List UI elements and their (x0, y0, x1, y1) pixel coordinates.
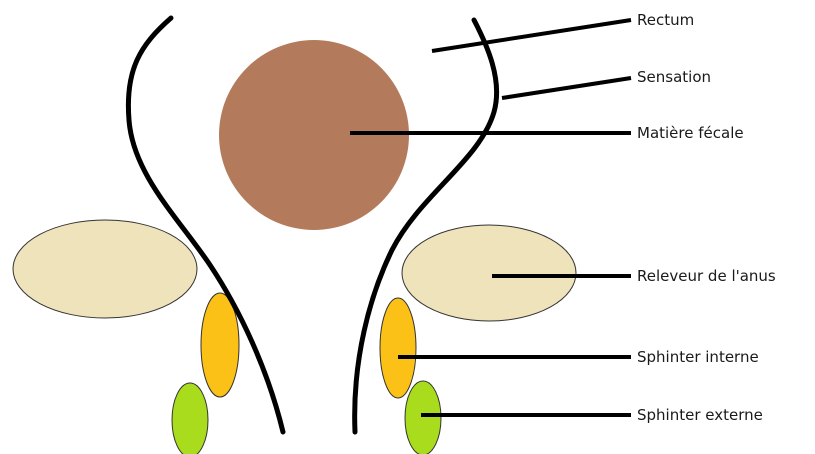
label-levator-ani: Releveur de l'anus (637, 267, 776, 285)
leader-rectum (432, 20, 631, 51)
label-external-sphincter: Sphinter externe (637, 406, 763, 424)
label-rectum: Rectum (637, 11, 694, 29)
leader-sensation (502, 78, 631, 98)
label-sensation: Sensation (637, 68, 711, 86)
external-sphincter-right (405, 381, 441, 454)
internal-sphincter-right (380, 298, 416, 398)
label-fecal-matter: Matière fécale (637, 124, 744, 142)
external-sphincter-left (172, 383, 208, 454)
levator-ani-left (13, 220, 197, 318)
levator-ani-right (402, 225, 576, 321)
label-internal-sphincter: Sphinter interne (637, 348, 759, 366)
